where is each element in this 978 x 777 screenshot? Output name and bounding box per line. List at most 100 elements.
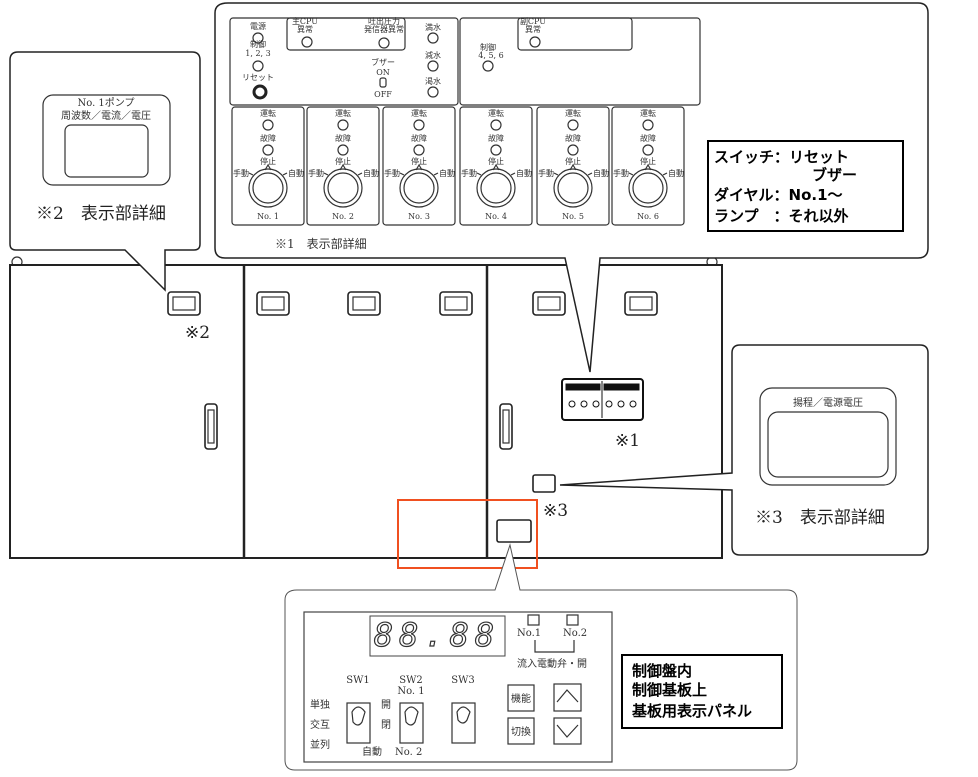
mark-2: ※2 (185, 323, 210, 343)
board-display-window (496, 519, 532, 543)
sw1-toggle[interactable] (346, 702, 371, 744)
pump-unit: 運転故障停止手動自動No. 1 (231, 106, 305, 226)
run-label: 運転 (565, 109, 581, 118)
unit-number: No. 2 (332, 212, 354, 221)
mode-dial[interactable] (399, 168, 439, 208)
svg-text:機能: 機能 (511, 692, 531, 705)
mode-dial[interactable] (628, 168, 668, 208)
svg-text:異常: 異常 (297, 25, 313, 34)
main-cpu-fault-lamp (301, 36, 313, 48)
stop-label: 停止 (488, 156, 504, 166)
legend-dial: ダイヤル：No.1～ (714, 186, 843, 204)
svg-text:自動: 自動 (362, 745, 382, 758)
auto-label: 自動 (288, 168, 304, 178)
mode-dial[interactable] (553, 168, 593, 208)
legend-box (707, 140, 904, 232)
unit-number: No. 6 (637, 212, 659, 221)
door-handle[interactable] (499, 403, 513, 450)
pump-unit: 運転故障停止手動自動No. 6 (611, 106, 685, 226)
switch-button[interactable] (507, 717, 535, 745)
display-window (167, 291, 201, 316)
up-button[interactable] (553, 683, 582, 712)
svg-text:渇水: 渇水 (425, 76, 441, 86)
manual-label: 手動 (384, 168, 400, 178)
seven-seg-value: 88.88 (374, 616, 500, 654)
svg-text:No. 1: No. 1 (397, 686, 424, 697)
svg-text:交互: 交互 (310, 718, 330, 731)
pump-display-title: No. 1ポンプ (77, 97, 134, 109)
seven-seg-display (369, 615, 506, 657)
mode-dial[interactable] (476, 168, 516, 208)
run-label: 運転 (488, 109, 504, 118)
fault-label: 故障 (488, 133, 504, 143)
pump-unit: 運転故障停止手動自動No. 3 (382, 106, 456, 226)
head-voltage-title: 揚程／電源電圧 (793, 396, 863, 409)
power-lamp (252, 32, 264, 44)
display-window-3 (532, 474, 556, 493)
low-water-lamp (427, 60, 439, 72)
chevron-down-icon (556, 724, 579, 738)
svg-text:基板用表示パネル: 基板用表示パネル (631, 702, 752, 720)
mode-dial[interactable] (323, 168, 363, 208)
svg-text:主CPU: 主CPU (292, 16, 318, 26)
run-label: 運転 (260, 109, 276, 118)
pressure-sensor-fault-lamp (378, 37, 390, 49)
pump-unit: 運転故障停止手動自動No. 4 (459, 106, 533, 226)
buzzer-toggle[interactable] (379, 77, 387, 88)
run-lamp (413, 119, 425, 131)
display-window (256, 291, 290, 316)
svg-text:減水: 減水 (425, 50, 441, 60)
pump-units: 運転故障停止手動自動No. 1運転故障停止手動自動No. 2運転故障停止手動自動… (231, 106, 685, 226)
mode-dial[interactable] (248, 168, 288, 208)
unit-number: No. 4 (485, 212, 507, 221)
svg-text:1, 2, 3: 1, 2, 3 (245, 49, 270, 58)
svg-text:異常: 異常 (525, 25, 541, 34)
reset-switch[interactable] (252, 84, 268, 100)
fault-lamp (490, 144, 502, 156)
svg-text:開: 開 (381, 699, 391, 711)
callout-2-caption: ※2 表示部詳細 (36, 204, 166, 224)
svg-text:SW1: SW1 (346, 675, 370, 686)
svg-text:満水: 満水 (425, 22, 441, 32)
board-callout: 88.88 No.1 No.2 流入電動弁・開 SW1 SW2 SW3 No. … (284, 543, 798, 771)
svg-text:SW2: SW2 (399, 675, 423, 686)
mark-3: ※3 (543, 501, 568, 521)
fault-lamp (642, 144, 654, 156)
svg-text:制御盤内: 制御盤内 (632, 662, 692, 680)
display-window (532, 291, 566, 316)
down-button[interactable] (553, 717, 582, 745)
run-label: 運転 (640, 109, 656, 118)
sw2-toggle[interactable] (399, 702, 424, 744)
legend-buzzer: ブザー (812, 166, 857, 184)
fault-lamp (262, 144, 274, 156)
svg-text:並列: 並列 (310, 738, 330, 751)
pump-unit: 運転故障停止手動自動No. 5 (536, 106, 610, 226)
stop-label: 停止 (411, 156, 427, 166)
svg-text:ON: ON (376, 68, 390, 77)
svg-text:吐出圧力: 吐出圧力 (368, 16, 400, 26)
manual-label: 手動 (538, 168, 554, 178)
unit-number: No. 5 (562, 212, 584, 221)
pump-display-subtitle: 周波数／電流／電圧 (61, 109, 151, 122)
sw3-toggle[interactable] (451, 702, 476, 744)
highlight-rect (397, 499, 538, 569)
function-button[interactable] (507, 684, 535, 712)
fault-label: 故障 (565, 133, 581, 143)
fault-label: 故障 (335, 133, 351, 143)
svg-text:制御: 制御 (480, 42, 496, 52)
svg-text:No.1: No.1 (517, 628, 541, 639)
control-456-lamp (482, 60, 494, 72)
run-lamp (490, 119, 502, 131)
fault-lamp (567, 144, 579, 156)
manual-label: 手動 (461, 168, 477, 178)
legend-switch: スイッチ：リセット (714, 148, 849, 166)
auto-label: 自動 (593, 168, 609, 178)
svg-text:No. 2: No. 2 (395, 747, 422, 758)
svg-text:リセット: リセット (242, 73, 274, 82)
run-lamp (337, 119, 349, 131)
control-123-lamp (252, 60, 264, 72)
manual-label: 手動 (308, 168, 324, 178)
pump-unit: 運転故障停止手動自動No. 2 (306, 106, 380, 226)
fault-lamp (413, 144, 425, 156)
door-handle[interactable] (204, 403, 218, 450)
